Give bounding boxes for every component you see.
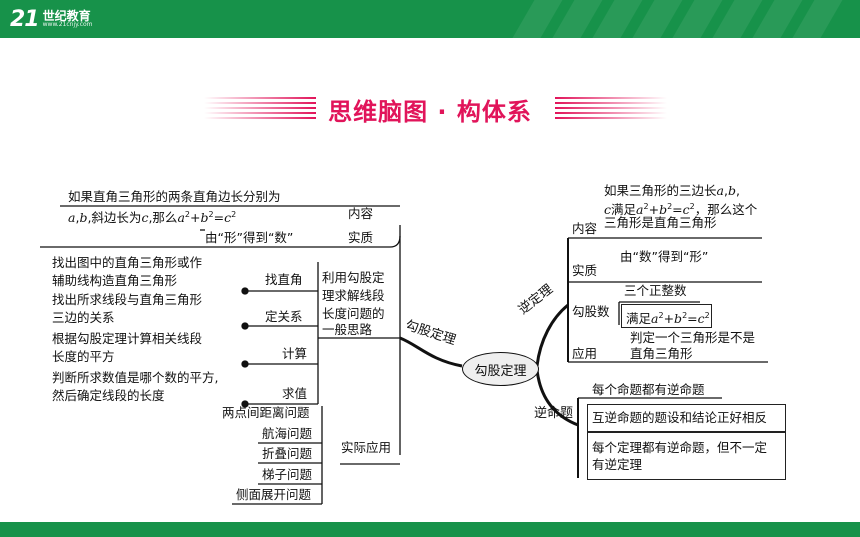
step-3-line-1: 根据勾股定理计算相关线段 [52,331,203,346]
inverse-item-2-box [587,404,786,432]
step-4-line-2: 然后确定线段的长度 [52,388,165,403]
inverse-item-3-box [587,432,786,480]
step-3-label: 计算 [282,346,308,361]
left-content-line-2: a,b,斜边长为c,那么a2+b2=c2 [68,210,237,226]
app-item: 航海问题 [262,426,313,441]
app-item: 两点间距离问题 [222,405,310,420]
step-4-label: 求值 [282,386,308,401]
site-logo[interactable]: 21 世纪教育 www.21cnjy.com [10,3,93,35]
idea-line-3: 长度问题的 [322,306,385,321]
right-essence-text: 由“数”得到“形” [620,249,709,264]
step-4-line-1: 判断所求数值是哪个数的平方, [52,370,219,385]
logo-mark: 21 [10,6,40,32]
triple-item-1: 三个正整数 [624,283,687,298]
inverse-item-1: 每个命题都有逆命题 [592,382,705,397]
right-essence-label: 实质 [572,263,598,278]
app-item: 侧面展开问题 [236,487,312,502]
left-content-line-1: 如果直角三角形的两条直角边长分别为 [68,189,281,204]
app-item: 折叠问题 [262,446,313,461]
inverse-branch-label: 逆命题 [534,406,574,421]
title-decor-right [555,97,667,121]
inverse-item-3-line-2: 有逆定理 [592,457,643,472]
app-item: 梯子问题 [262,467,313,482]
right-content-line-1: 如果三角形的三边长a,b, [604,183,740,198]
step-2-line-2: 三边的关系 [52,310,115,325]
triple-item-2-box [621,304,712,328]
right-content-line-2: c满足a2+b2=c2，那么这个 [604,202,758,218]
idea-line-2: 理求解线段 [322,288,385,303]
title-decor-left [204,97,316,121]
apply-line-1: 判定一个三角形是不是 [630,330,756,345]
logo-name: 世纪教育 [42,9,91,23]
step-1-label: 找直角 [265,272,303,287]
step-2-label: 定关系 [265,309,303,324]
step-1-line-1: 找出图中的直角三角形或作 [52,255,203,270]
apply-line-2: 直角三角形 [630,346,693,361]
idea-line-1: 利用勾股定 [322,270,385,285]
step-3-line-2: 长度的平方 [52,349,115,364]
inverse-item-2: 互逆命题的题设和结论正好相反 [592,410,768,425]
center-node: 勾股定理 [462,352,539,386]
left-essence-text: 由“形”得到“数” [205,230,294,245]
apply-label: 应用 [572,346,598,361]
inverse-item-3-line-1: 每个定理都有逆命题，但不一定 [592,440,768,455]
idea-line-4: 一般思路 [322,322,373,337]
slide-title-banner: 思维脑图 · 构体系 [0,92,860,126]
step-1-line-2: 辅助线构造直角三角形 [52,273,178,288]
footer-bar [0,522,860,537]
right-content-line-3: 三角形是直角三角形 [604,215,717,230]
triple-label: 勾股数 [572,304,610,319]
right-content-label: 内容 [572,221,598,236]
apps-label: 实际应用 [341,440,392,455]
step-2-line-1: 找出所求线段与直角三角形 [52,292,203,307]
logo-url: www.21cnjy.com [42,21,93,28]
left-content-label: 内容 [348,206,374,221]
slide-title: 思维脑图 · 构体系 [328,98,532,126]
left-essence-label: 实质 [348,230,374,245]
triple-item-2: 满足a2+b2=c2 [626,311,710,327]
header-bar: 21 世纪教育 www.21cnjy.com [0,0,860,38]
